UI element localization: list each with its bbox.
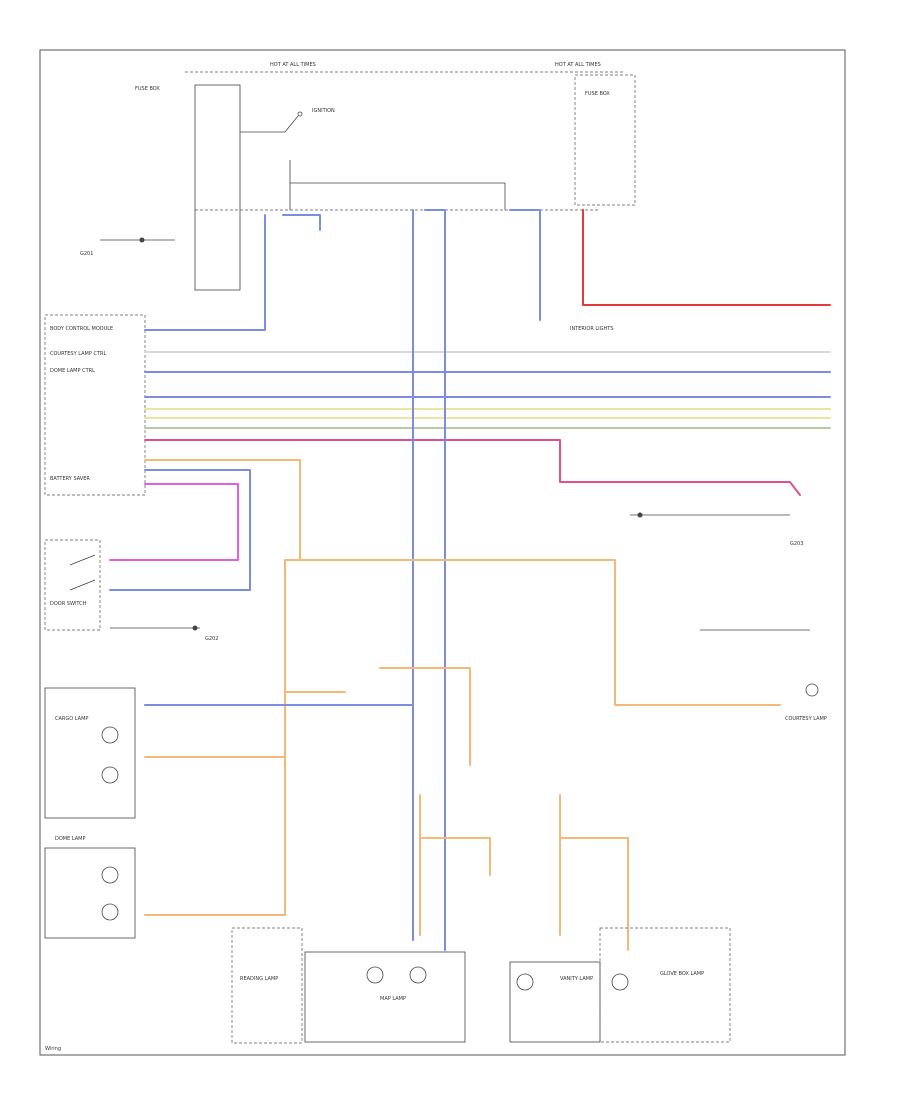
- hot-label-left: HOT AT ALL TIMES: [270, 62, 316, 68]
- page-label: Wiring: [45, 1046, 61, 1052]
- door-switch-block: [44, 539, 101, 631]
- hot-label-right: HOT AT ALL TIMES: [555, 62, 601, 68]
- fuse-box-right: [574, 74, 636, 206]
- bus-wires: [144, 214, 831, 496]
- red-wire: [582, 209, 831, 306]
- door-switch-label: DOOR SWITCH: [50, 601, 87, 607]
- reading-lamp-block: [231, 927, 303, 1044]
- fuse-box-right-label: FUSE BOX: [585, 91, 610, 97]
- diagram-frame: [39, 49, 846, 1056]
- ignition-switch: IGNITION: [240, 108, 335, 133]
- ignition-label: IGNITION: [312, 108, 335, 114]
- ground-right-label: G203: [790, 541, 803, 547]
- bcm-label: BODY CONTROL MODULE: [50, 326, 113, 332]
- reading-lamp-label: READING LAMP: [240, 976, 278, 982]
- map-lamp-label: MAP LAMP: [380, 996, 406, 1002]
- glove-box-lamp-label: GLOVE BOX LAMP: [660, 971, 704, 977]
- vanity-lamp-block: [509, 961, 601, 1043]
- orange-wires: [144, 459, 781, 951]
- cargo-lamp-label: CARGO LAMP: [55, 716, 88, 722]
- courtesy-lamp-label: COURTESY LAMP: [785, 716, 827, 722]
- ground-center-label: G202: [205, 636, 218, 642]
- ground-mid-left: G202: [110, 625, 218, 642]
- vanity-lamp-label: VANITY LAMP: [560, 976, 593, 982]
- courtesy-lamp-right: COURTESY LAMP: [700, 629, 827, 722]
- dome-lamp-label: DOME LAMP: [55, 836, 86, 842]
- top-bus: HOT AT ALL TIMES HOT AT ALL TIMES: [185, 62, 625, 73]
- cargo-lamp-block: [44, 687, 136, 819]
- battery-saver-label: BATTERY SAVER: [50, 476, 90, 482]
- map-lamp-block: [304, 951, 466, 1043]
- magenta-wire: [109, 483, 239, 561]
- ground-left-label: G201: [80, 251, 93, 257]
- dome-lamp-ctrl-label: DOME LAMP CTRL: [50, 368, 95, 374]
- ground-top-left: G201: [80, 237, 175, 257]
- fuse-box-left-label: FUSE BOX: [135, 86, 160, 92]
- courtesy-lamp-ctrl-label: COURTESY LAMP CTRL: [50, 351, 106, 357]
- dome-lamp-block: [44, 847, 136, 939]
- interior-lights-label: INTERIOR LIGHTS: [570, 326, 614, 332]
- fuse-box-left: [194, 84, 241, 291]
- ground-right: G203: [630, 512, 803, 547]
- glove-box-lamp-block: [599, 927, 731, 1043]
- blue-vertical-wires: [282, 209, 541, 951]
- body-control-module: [44, 314, 146, 496]
